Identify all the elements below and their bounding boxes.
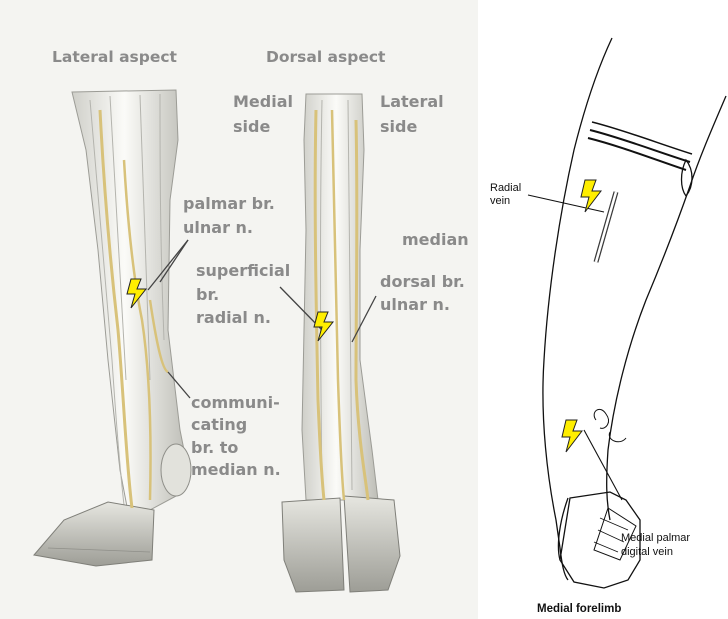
superficial-br-label-line1: superficial [196, 261, 290, 280]
lightning-bolt-icon [562, 420, 582, 452]
medial-forelimb-caption: Medial forelimb [537, 603, 621, 615]
dorsal-br-label-line2: ulnar n. [380, 295, 450, 314]
communicating-label-line2: cating [191, 415, 247, 434]
palmar-br-label-line2: ulnar n. [183, 218, 253, 237]
limb-outline-right [607, 96, 726, 520]
medial-palmar-leader [584, 430, 622, 500]
medial-forelimb-drawing [543, 38, 726, 588]
tourniquet-knot [682, 160, 693, 196]
dorsal-aspect-limb [282, 94, 400, 592]
medial-palmar-label-line1: Medial palmar [621, 532, 690, 544]
median-label: median [402, 230, 469, 249]
lateral-side-label-line1: Lateral [380, 92, 444, 111]
lateral-aspect-limb [34, 90, 191, 566]
lateral-side-label-line2: side [380, 117, 417, 136]
dorsal-aspect-title: Dorsal aspect [266, 48, 386, 66]
radial-vein-label-line1: Radial [490, 182, 521, 194]
superficial-br-label-line3: radial n. [196, 308, 271, 327]
limb-outline-left [543, 38, 612, 580]
dorsal-br-label-line1: dorsal br. [380, 272, 465, 291]
palmar-br-label-line1: palmar br. [183, 194, 275, 213]
medial-side-label-line1: Medial [233, 92, 293, 111]
medial-palmar-label-line2: digital vein [621, 546, 673, 558]
communicating-label-line3: br. to [191, 438, 238, 457]
medial-side-label-line2: side [233, 117, 270, 136]
tourniquet-band [588, 138, 686, 170]
radial-vein-label-line2: vein [490, 195, 510, 207]
superficial-br-label-line2: br. [196, 285, 219, 304]
communicating-label-line4: median n. [191, 460, 281, 479]
lateral-aspect-title: Lateral aspect [52, 48, 178, 66]
communicating-label-line1: communi- [191, 393, 280, 412]
